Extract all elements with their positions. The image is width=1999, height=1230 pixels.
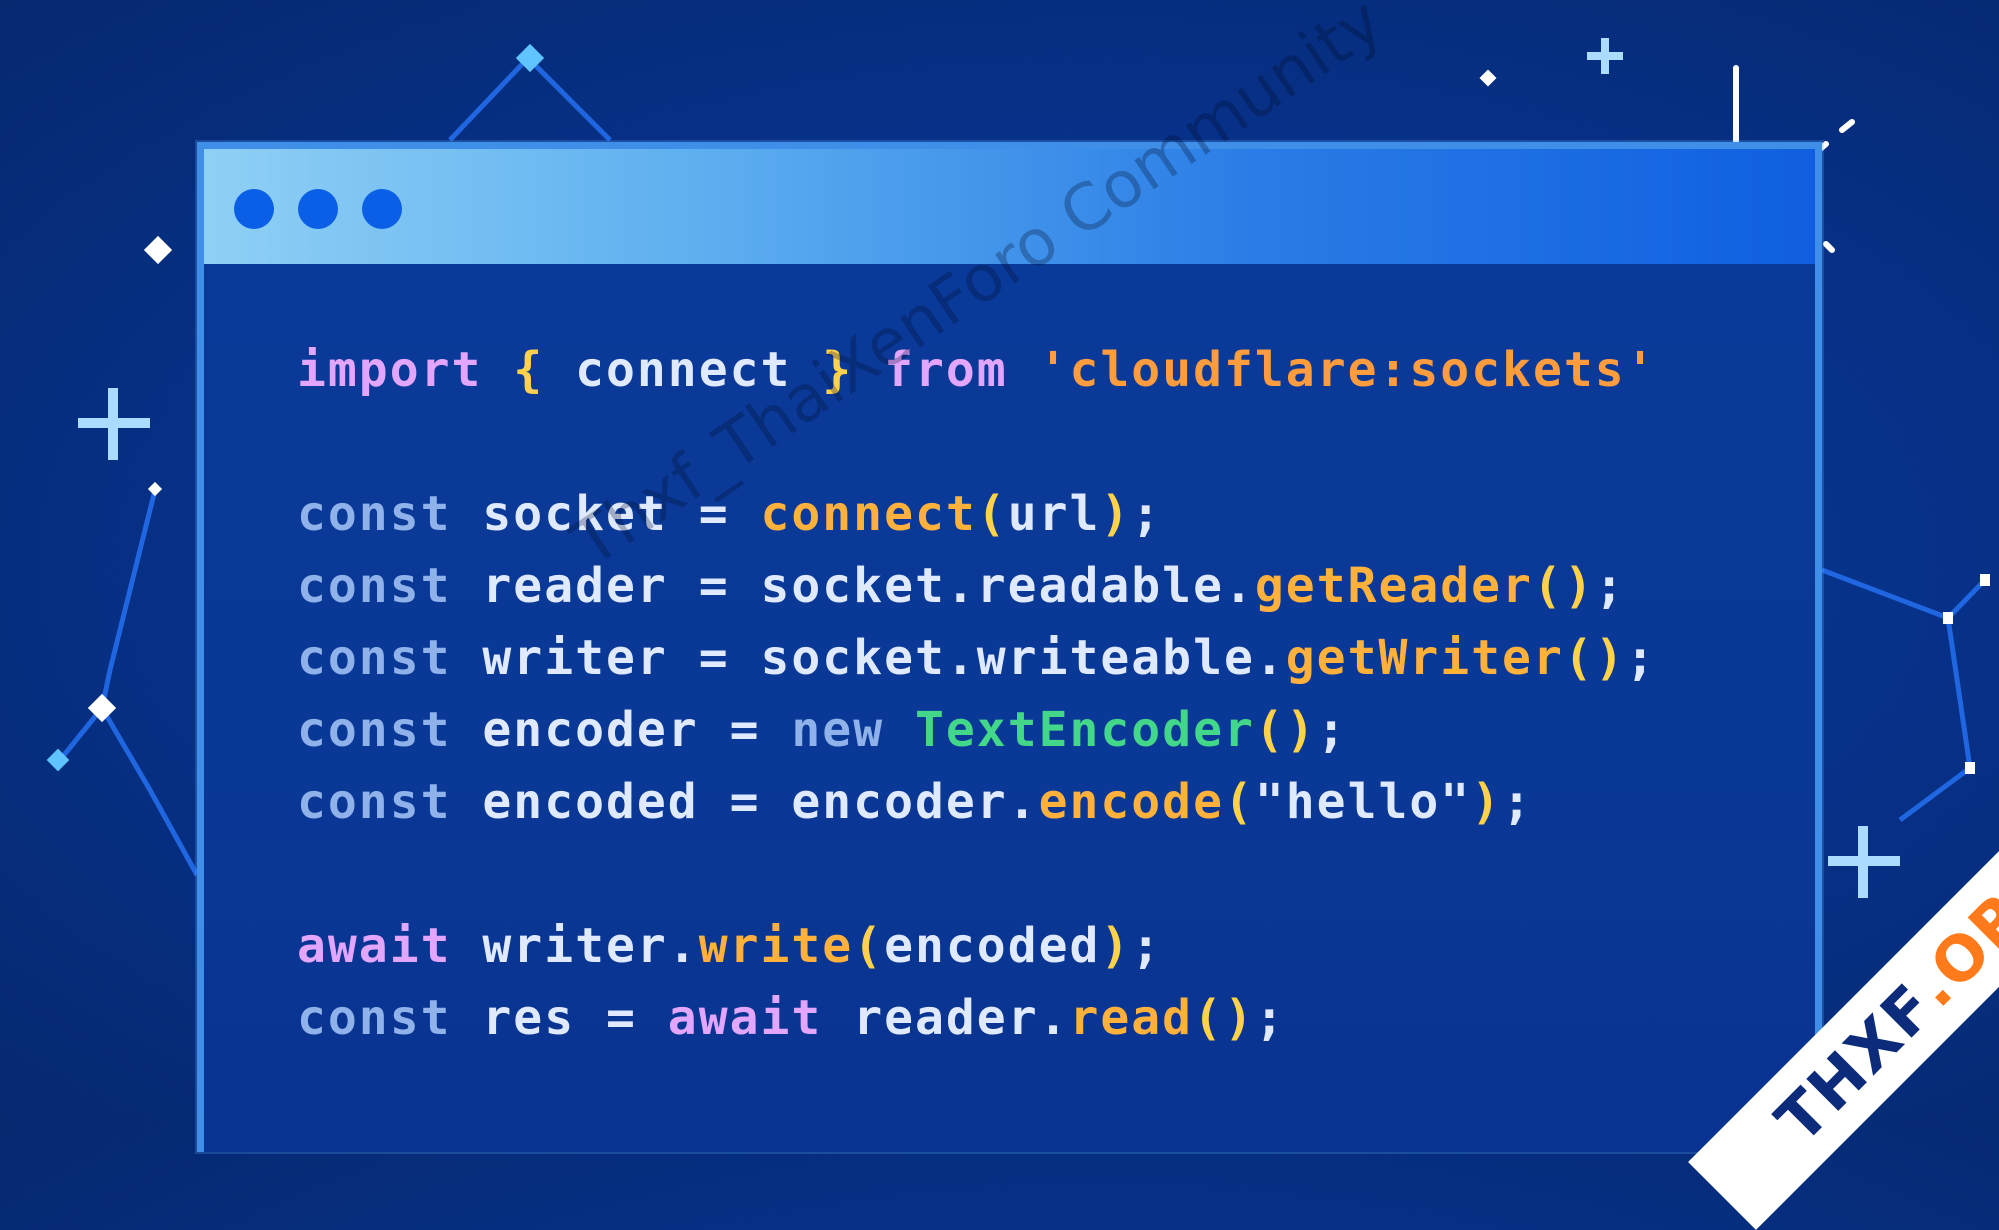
code-block: import { connect } from 'cloudflare:sock… — [297, 334, 1657, 1054]
code-token: await — [667, 990, 823, 1046]
code-token: url — [1007, 486, 1101, 542]
code-token: await — [297, 918, 452, 974]
code-token: encoder = — [451, 702, 792, 758]
code-token: import — [297, 342, 483, 398]
code-token — [482, 342, 513, 398]
code-token: connect — [760, 486, 977, 542]
code-token: ) — [1471, 774, 1503, 830]
code-line: const encoder = new TextEncoder(); — [297, 694, 1657, 766]
code-token: ) — [1100, 918, 1132, 974]
diamond-icon — [147, 481, 163, 497]
code-token: socket = — [451, 486, 761, 542]
code-token: getWriter — [1285, 630, 1564, 686]
code-token: ; — [1131, 486, 1163, 542]
code-line: const res = await reader.read(); — [297, 982, 1657, 1054]
code-window: import { connect } from 'cloudflare:sock… — [197, 142, 1822, 1152]
code-token: 'cloudflare:sockets' — [1038, 342, 1657, 398]
code-token: encoded — [884, 918, 1101, 974]
code-token: () — [1193, 990, 1255, 1046]
window-dot-icon — [234, 189, 274, 229]
code-token: () — [1254, 702, 1317, 758]
code-token: reader = socket.readable. — [451, 558, 1255, 614]
code-token: ( — [1223, 774, 1255, 830]
code-blank-line — [297, 838, 1657, 910]
code-token: ; — [1131, 918, 1163, 974]
code-line: const reader = socket.readable.getReader… — [297, 550, 1657, 622]
code-token: ; — [1316, 702, 1348, 758]
code-token: connect — [544, 342, 823, 398]
code-line: import { connect } from 'cloudflare:sock… — [297, 334, 1657, 406]
code-token: writer = socket.writeable. — [451, 630, 1286, 686]
code-token: res = — [451, 990, 668, 1046]
code-token: reader. — [822, 990, 1070, 1046]
code-token: const — [297, 702, 452, 758]
code-token: TextEncoder — [915, 702, 1255, 758]
code-line: const writer = socket.writeable.getWrite… — [297, 622, 1657, 694]
code-token — [884, 702, 915, 758]
code-token: encoded = encoder. — [451, 774, 1039, 830]
code-token: writer. — [451, 918, 699, 974]
diamond-icon — [515, 43, 545, 73]
code-blank-line — [297, 406, 1657, 478]
code-token: read — [1069, 990, 1194, 1046]
code-token: const — [297, 774, 452, 830]
code-line: const socket = connect(url); — [297, 478, 1657, 550]
diamond-icon — [1479, 69, 1497, 87]
code-token: from — [884, 342, 1008, 398]
code-token: const — [297, 486, 452, 542]
window-dot-icon — [362, 189, 402, 229]
code-token: () — [1563, 630, 1626, 686]
code-token: () — [1532, 558, 1595, 614]
code-token: ) — [1100, 486, 1132, 542]
code-token: "hello" — [1254, 774, 1472, 830]
code-token: } — [822, 342, 854, 398]
code-token: ( — [853, 918, 885, 974]
code-token: encode — [1038, 774, 1224, 830]
code-token: const — [297, 630, 452, 686]
window-titlebar — [204, 149, 1815, 264]
code-token: new — [791, 702, 885, 758]
code-token: ; — [1254, 990, 1286, 1046]
code-line: const encoded = encoder.encode("hello"); — [297, 766, 1657, 838]
code-token: ; — [1502, 774, 1533, 830]
plus-star-icon — [78, 38, 1900, 898]
code-token: const — [297, 558, 452, 614]
code-token: { — [513, 342, 545, 398]
code-token: ; — [1625, 630, 1657, 686]
code-token: getReader — [1254, 558, 1533, 614]
code-line: await writer.write(encoded); — [297, 910, 1657, 982]
code-token: ; — [1594, 558, 1626, 614]
code-token: const — [297, 990, 452, 1046]
diamond-icon — [143, 235, 173, 265]
code-token — [1008, 342, 1039, 398]
diamond-icon — [87, 693, 117, 723]
code-token: ( — [976, 486, 1008, 542]
code-token: write — [698, 918, 854, 974]
window-dot-icon — [298, 189, 338, 229]
